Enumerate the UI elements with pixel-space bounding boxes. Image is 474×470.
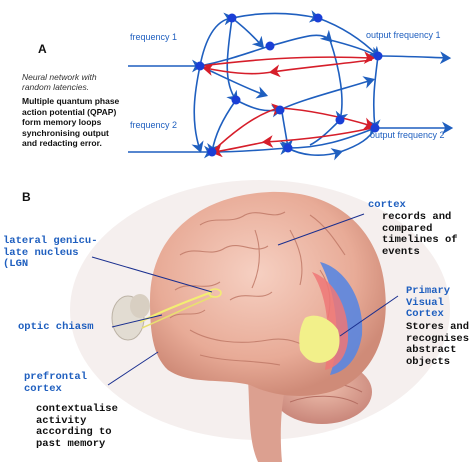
caption-italic: Neural network with random latencies. <box>22 72 97 92</box>
label-optic-chiasm: optic chiasm <box>18 321 94 333</box>
label-frequency-1: frequency 1 <box>130 32 178 42</box>
caption-bold: Multiple quantum phase action potential … <box>22 96 120 148</box>
node <box>313 13 323 23</box>
node <box>195 61 205 71</box>
node <box>275 105 285 115</box>
pointer-lines <box>91 213 399 386</box>
brainstem <box>248 380 286 462</box>
network-nodes <box>195 13 383 157</box>
memory-loops <box>199 51 376 158</box>
label-output-frequency-2: output frequency 2 <box>370 130 445 140</box>
node <box>283 143 293 153</box>
label-prefrontal-cortex: prefrontal cortex <box>24 371 88 395</box>
visual-cortex-description: Stores and recognises abstract objects <box>406 321 470 368</box>
label-lgn: lateral genicu- late nucleus (LGN <box>3 235 98 270</box>
node <box>370 123 380 133</box>
cortex-description: records and compared timelines of events <box>382 211 458 258</box>
node <box>265 41 275 51</box>
node <box>335 115 345 125</box>
node <box>207 147 217 157</box>
panel-b-letter: B <box>22 190 31 204</box>
node <box>227 13 237 23</box>
label-frequency-2: frequency 2 <box>130 120 178 130</box>
brain-illustration <box>70 180 450 462</box>
node <box>231 95 241 105</box>
label-output-frequency-1: output frequency 1 <box>366 30 441 40</box>
panel-a-letter: A <box>38 42 47 56</box>
label-cortex: cortex <box>368 199 406 211</box>
output-line-1 <box>377 51 452 65</box>
label-primary-visual-cortex: Primary Visual Cortex <box>406 285 451 320</box>
lgn-marker <box>208 288 222 298</box>
prefrontal-description: contextualise activity according to past… <box>36 403 118 450</box>
node <box>373 51 383 61</box>
visual-cortex-red <box>312 272 349 370</box>
visual-cortex-yellow <box>299 315 340 363</box>
